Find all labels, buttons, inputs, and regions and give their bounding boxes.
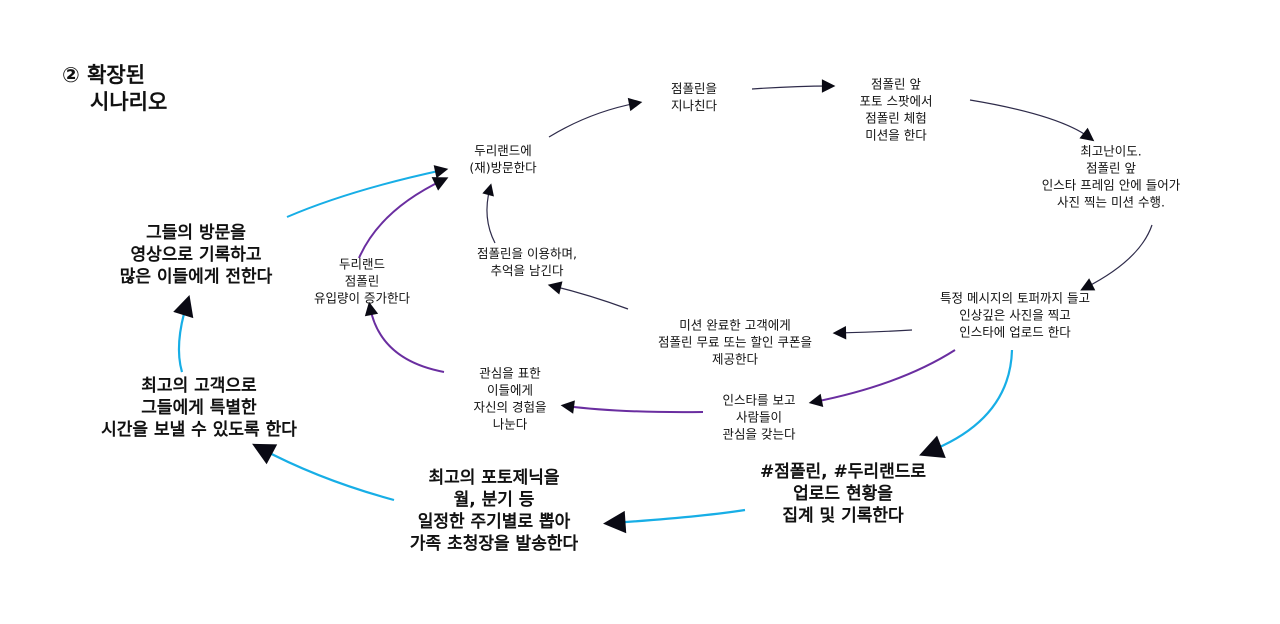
node-video-record: 그들의 방문을 영상으로 기록하고 많은 이들에게 전한다: [119, 222, 273, 288]
edge-share-to-inflow: [369, 306, 445, 373]
arrowhead-hashtag-to-picnic: [603, 510, 627, 534]
node-memory: 점폴린을 이용하며, 추억을 남긴다: [477, 246, 577, 278]
node-interest: 인스타를 보고 사람들이 관심을 갖는다: [722, 392, 796, 442]
arrowhead-picnic-to-special: [252, 443, 278, 465]
arrowhead-pass-to-photo-spot: [821, 79, 836, 93]
arrowhead-revisit-to-pass: [627, 97, 643, 112]
edge-hardest-to-upload: [1084, 224, 1153, 289]
arrowhead-memory-to-revisit: [482, 183, 494, 197]
arrowhead-inflow-to-revisit: [431, 177, 449, 191]
node-share-experience: 관심을 표한 이들에게 자신의 경험을 나눈다: [473, 365, 547, 431]
title-line-1: ② 확장된: [62, 63, 146, 87]
diagram-title: ② 확장된 시나리오: [62, 62, 167, 117]
edge-hashtag-to-picnic: [611, 508, 746, 525]
arrowhead-photo-spot-to-hardest: [1079, 127, 1095, 142]
node-photo-spot: 점폴린 앞 포토 스팟에서 점폴린 체험 미션을 한다: [859, 76, 933, 142]
node-coupon: 미션 완료한 고객에게 점폴린 무료 또는 할인 쿠폰을 제공한다: [658, 317, 812, 367]
edge-pass-to-photo-spot: [751, 85, 831, 90]
arrowhead-record-to-revisit: [433, 165, 449, 179]
edge-coupon-to-memory: [552, 285, 629, 310]
arrowhead-special-to-record: [173, 294, 194, 319]
edge-upload-to-hashtag: [927, 349, 1014, 454]
edge-upload-to-interest: [813, 349, 956, 403]
node-hardest-mission: 최고난이도. 점폴린 앞 인스타 프레임 안에 들어가 사진 찍는 미션 수행.: [1041, 143, 1181, 209]
node-inflow-increase: 두리랜드 점폴린 유입량이 증가한다: [314, 256, 410, 306]
arrowhead-upload-to-interest: [808, 393, 824, 408]
edge-revisit-to-pass: [548, 102, 638, 138]
title-line-2: 시나리오: [90, 90, 168, 115]
edge-interest-to-share: [565, 405, 704, 414]
node-revisit: 두리랜드에 (재)방문한다: [469, 143, 537, 175]
node-pass-trampoline: 점폴린을 지나친다: [670, 81, 718, 113]
edge-picnic-to-special: [259, 447, 395, 502]
arrowhead-hardest-to-upload: [1080, 278, 1096, 291]
node-special-time: 최고의 고객으로 그들에게 특별한 시간을 보낼 수 있도록 한다: [101, 375, 297, 441]
arrowhead-upload-to-hashtag: [919, 435, 946, 458]
node-upload-instagram: 특정 메시지의 토퍼까지 들고 인상깊은 사진을 찍고 인스타에 업로드 한다: [940, 290, 1090, 340]
arrowhead-interest-to-share: [560, 400, 575, 414]
edge-upload-to-coupon: [837, 329, 913, 334]
arrowhead-coupon-to-memory: [547, 281, 563, 295]
arrowhead-share-to-inflow: [364, 301, 379, 317]
node-family-invitation: 최고의 포토제닉을 월, 분기 등 일정한 주기별로 뽑아 가족 초청장을 발송…: [409, 467, 579, 555]
edge-inflow-to-revisit: [358, 179, 444, 259]
edge-photo-spot-to-hardest: [969, 99, 1091, 139]
arrowhead-upload-to-coupon: [832, 326, 847, 340]
node-hashtag-tally: #점폴린, #두리랜드로 업로드 현황을 집계 및 기록한다: [760, 461, 926, 527]
edge-record-to-revisit: [286, 169, 444, 218]
